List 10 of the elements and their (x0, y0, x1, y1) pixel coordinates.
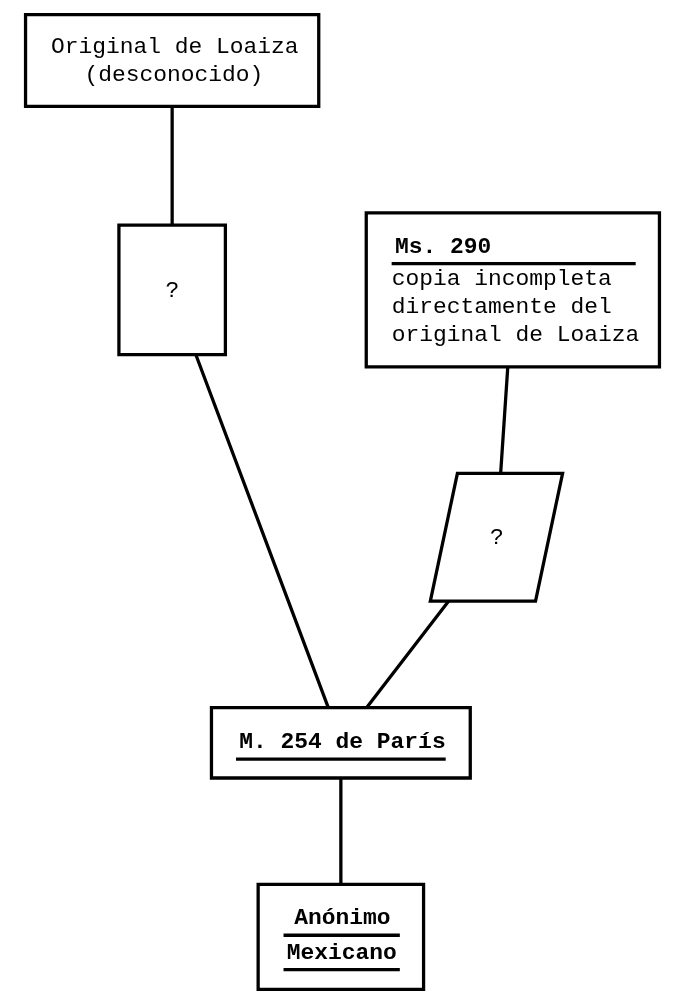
connector (365, 600, 450, 709)
connector (194, 354, 330, 708)
node-box: M. 254 de París (209, 705, 472, 780)
connector (499, 367, 510, 473)
node-box: ? (117, 223, 227, 357)
node-box: Original de Loaiza (desconocido) (23, 13, 321, 109)
connector (339, 778, 343, 884)
node-box: Ms. 290 copia incompleta directamente del original de Loaiza (364, 211, 662, 369)
connector (170, 106, 174, 225)
node-box: Anónimo Mexicano (256, 882, 426, 991)
